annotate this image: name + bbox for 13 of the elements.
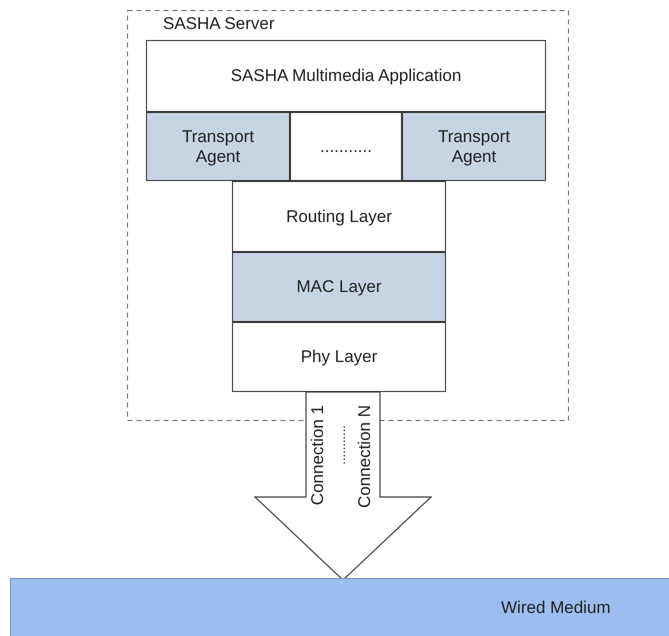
- medium-band: Wired Medium: [10, 578, 669, 636]
- connection-label: Connection N: [355, 405, 375, 508]
- layer-box: ...........: [290, 112, 402, 181]
- layer-box: Routing Layer: [232, 181, 446, 252]
- layer-box: Transport Agent: [146, 112, 290, 181]
- layer-box: Transport Agent: [402, 112, 546, 181]
- layer-box: Phy Layer: [232, 322, 446, 392]
- container-title: SASHA Server: [163, 14, 274, 34]
- block-arrow: [253, 391, 433, 581]
- connection-label: Connection 1: [308, 405, 328, 506]
- layer-box: SASHA Multimedia Application: [146, 40, 546, 112]
- ellipsis-dots: ...........: [333, 425, 348, 465]
- layer-box: MAC Layer: [232, 252, 446, 322]
